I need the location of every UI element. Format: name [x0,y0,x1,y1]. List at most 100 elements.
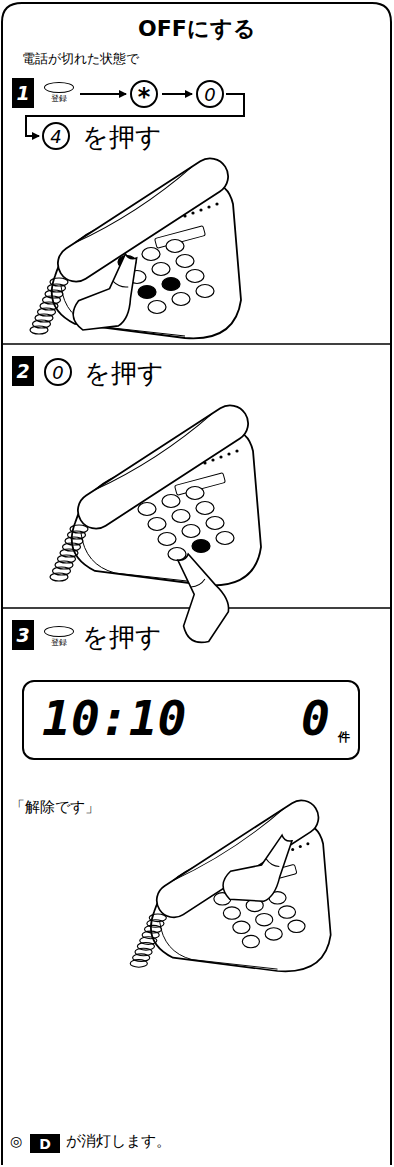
note-text: 「解除です」 [10,798,100,817]
divider [2,343,391,345]
hand-outline [217,821,301,916]
key [148,518,166,531]
indicator [306,842,309,845]
flow-arrow [80,93,126,95]
key [166,240,184,253]
key [256,914,273,926]
key [265,928,282,940]
step-number: 3 [12,620,34,650]
key-circle: 0 [44,358,72,386]
indicator [215,202,218,205]
key [158,533,176,546]
node-text: 1 [16,82,29,104]
handset-body [51,152,235,289]
cord-coil [50,573,68,581]
handset [51,152,235,289]
node-text: D [39,1136,51,1152]
key [288,920,305,932]
cord-coil [130,960,147,968]
hand [152,549,240,649]
cord-coil [30,326,48,334]
key [196,285,214,298]
handset-body [71,399,255,536]
key [152,263,170,276]
key-circle: 0 [196,80,224,108]
hand [217,821,301,916]
key [278,906,295,918]
indicator [199,208,202,211]
key [216,532,234,545]
page-border [2,3,391,1165]
key-pressed [162,278,180,291]
button-oval [44,626,74,637]
condition-note: 電話が切れた状態で [22,50,139,68]
key [186,487,204,500]
key [138,503,156,516]
node-text: 2 [16,360,29,382]
instruction-text: を押す [84,356,164,391]
node-text: 0 [204,84,215,105]
key [186,270,204,283]
indicator [183,214,186,217]
key [206,517,224,530]
step-number: 1 [12,78,34,108]
key [182,525,200,538]
key-pressed [192,540,210,553]
key-circle: * [130,80,158,108]
button-oval [44,82,74,93]
node-text: 4 [50,126,61,147]
hand-outline [68,244,146,343]
lcd-display: 10:10 0件 [22,680,360,760]
handset-body [150,794,325,924]
lcd-unit: 件 [338,729,350,746]
knuckle [113,281,129,288]
phone-illustration [30,152,241,343]
hand-outline [152,549,240,649]
key [233,921,250,933]
indicator [299,845,302,848]
node-text: * [138,85,151,109]
key [242,935,259,947]
key [172,510,190,523]
node-text: 登録 [51,94,67,104]
key [142,248,160,261]
handset [150,794,325,924]
key [148,301,166,314]
indicator [219,455,222,458]
key [176,255,194,268]
node-text: 登録 [51,638,67,648]
step-number: 2 [12,356,34,386]
key-circle: 4 [42,122,70,150]
phone-illustration [130,794,330,971]
flow-arrow [162,93,192,95]
lcd-count: 0 [301,690,330,746]
lcd-time: 10:10 [42,690,187,746]
indicator [191,211,194,214]
handset [71,399,255,536]
key-pressed [138,286,156,299]
instruction-text: を押す [82,120,162,155]
key [168,548,186,561]
hand [68,244,146,343]
instruction-text: を押す [82,620,162,655]
register-button: 登録 [42,82,76,108]
indicator [207,205,210,208]
node-text: 0 [52,362,63,383]
key [172,293,190,306]
key [162,495,180,508]
knuckle [191,579,206,589]
indicator [291,848,294,851]
node-text: 3 [16,624,29,646]
indicator [227,452,230,455]
indicator-box: D [30,1134,60,1153]
register-button: 登録 [42,626,76,652]
key [223,907,240,919]
title: OFFにする [0,14,394,44]
phone-edge [160,922,278,970]
indicator [203,461,206,464]
note-text: ◎ [10,1133,22,1149]
note-text: が消灯します。 [66,1132,171,1151]
phone-illustration [50,399,261,650]
